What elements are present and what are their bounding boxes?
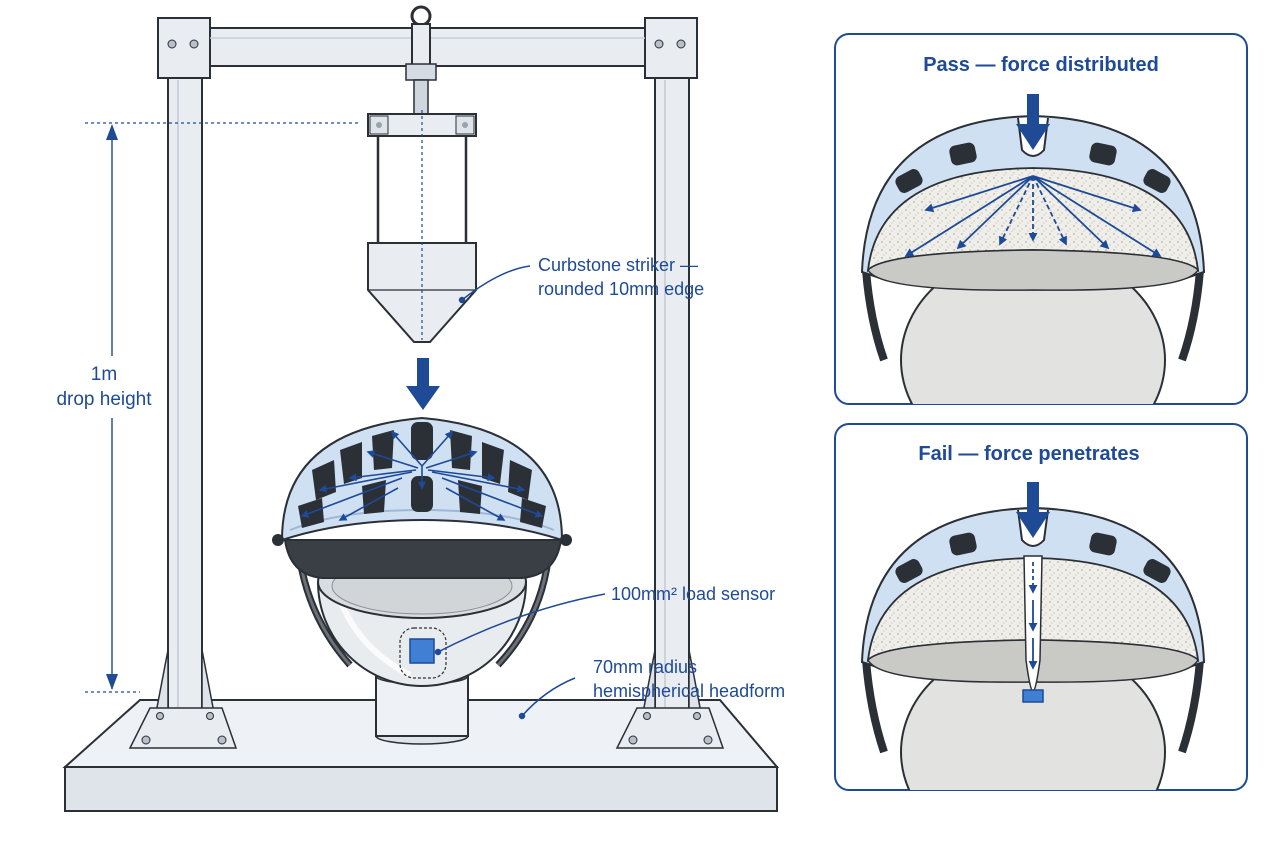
striker-label-line1: Curbstone striker — <box>538 255 698 275</box>
drop-height-label-line1: 1m <box>91 364 117 385</box>
drop-arrow-icon <box>406 358 440 410</box>
headform-label-line2: hemispherical headform <box>593 681 785 701</box>
drop-height-dimension <box>85 122 360 693</box>
sensor-label: 100mm² load sensor <box>611 584 775 604</box>
fail-sensor <box>1022 689 1044 703</box>
fail-panel-title: Fail — force penetrates <box>918 443 1139 465</box>
release-mechanism <box>405 5 437 115</box>
right-post <box>615 77 725 749</box>
load-sensor <box>409 638 435 664</box>
callout-leaders <box>434 265 606 720</box>
left-post <box>128 77 238 749</box>
pass-panel-title: Pass — force distributed <box>923 54 1159 76</box>
drop-height-label-line2: drop height <box>56 389 152 410</box>
striker-label-line2: rounded 10mm edge <box>538 279 704 299</box>
fail-panel: Fail — force penetrates <box>834 423 1248 791</box>
rig-helmet <box>272 416 572 668</box>
drop-test-rig: Curbstone striker — rounded 10mm edge 1m… <box>56 5 785 812</box>
pass-panel: Pass — force distributed <box>834 33 1248 405</box>
fail-force-arrow-icon <box>1016 482 1050 538</box>
pass-force-arrow-icon <box>1016 94 1050 150</box>
headform-label-line1: 70mm radius <box>593 657 697 677</box>
